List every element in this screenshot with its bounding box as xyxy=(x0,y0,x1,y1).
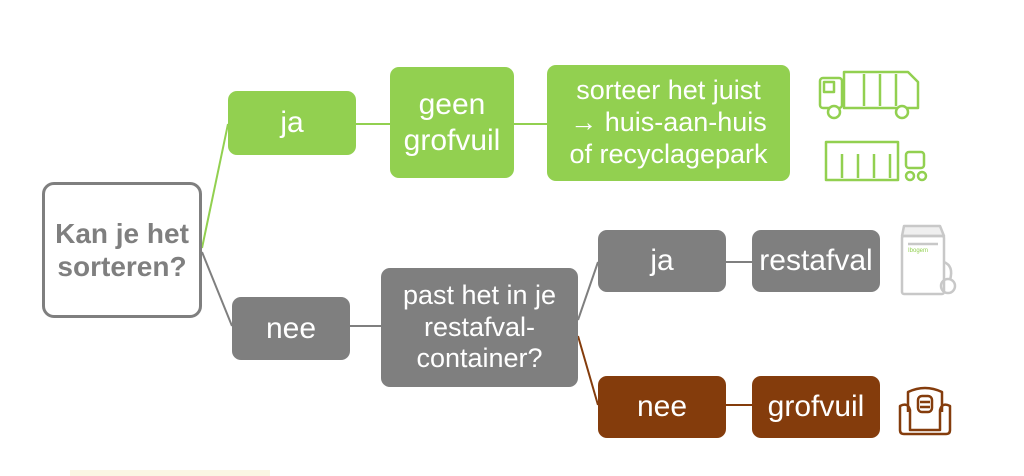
fits-container-question-text: past het in je restafval- container? xyxy=(402,279,557,374)
fits-no-box: nee xyxy=(598,376,726,438)
connector-root-nee xyxy=(201,251,233,327)
restafval-box: restafval xyxy=(752,230,880,292)
fits-no-text: nee xyxy=(636,390,688,424)
container-brand-label: Ibogem xyxy=(908,248,928,254)
no-answer-text: nee xyxy=(265,311,317,345)
root-question-box: Kan je het sorteren? xyxy=(42,182,202,318)
fits-yes-box: ja xyxy=(598,230,726,292)
no-answer-box: nee xyxy=(232,297,350,360)
yes-answer-box: ja xyxy=(228,91,356,155)
grofvuil-text: grofvuil xyxy=(767,390,865,424)
grofvuil-box: grofvuil xyxy=(752,376,880,438)
connector-root-ja xyxy=(201,123,229,249)
sorteer-action-box: sorteer het juist → huis-aan-huis of rec… xyxy=(547,65,790,181)
root-question-text: Kan je het sorteren? xyxy=(55,217,189,282)
connector-question-nee xyxy=(577,335,599,406)
armchair-icon xyxy=(898,386,952,436)
yes-answer-text: ja xyxy=(280,106,304,140)
fits-container-question-box: past het in je restafval- container? xyxy=(381,268,578,387)
garbage-truck-icon xyxy=(818,70,920,120)
restafval-container-icon: Ibogem xyxy=(900,224,957,296)
bottom-accent-strip xyxy=(70,470,270,476)
container-trolley-icon xyxy=(824,140,928,182)
fits-yes-text: ja xyxy=(650,244,674,278)
geen-grofvuil-box: geen grofvuil xyxy=(390,67,514,178)
connector-question-ja xyxy=(577,261,599,321)
sorteer-action-text: sorteer het juist → huis-aan-huis of rec… xyxy=(569,75,768,169)
geen-grofvuil-text: geen grofvuil xyxy=(403,88,501,157)
restafval-text: restafval xyxy=(759,244,873,278)
